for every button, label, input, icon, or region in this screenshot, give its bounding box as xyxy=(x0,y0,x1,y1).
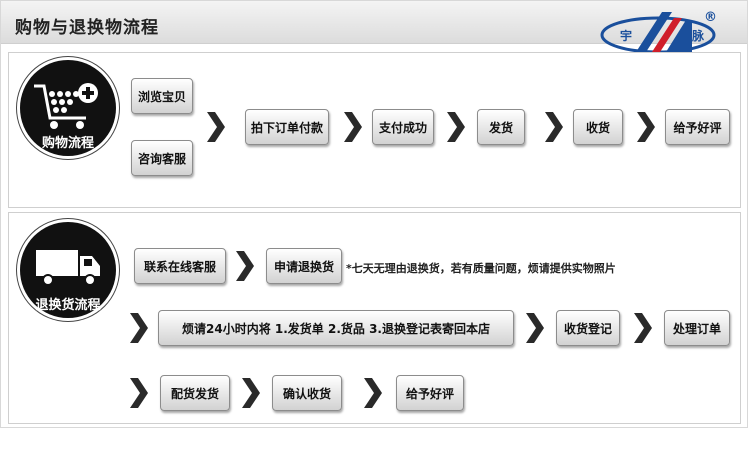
process-order-button[interactable]: 处理订单 xyxy=(664,310,730,346)
chevron-right-icon xyxy=(545,112,563,142)
give-good-review-button[interactable]: 给予好评 xyxy=(665,109,730,145)
pick-and-ship-button[interactable]: 配货发货 xyxy=(160,375,230,411)
page-title: 购物与退换物流程 xyxy=(15,18,159,38)
shopping-flow-label: 购物流程 xyxy=(41,136,94,151)
send-back-items-button[interactable]: 烦请24小时内将 1.发货单 2.货品 3.退换登记表寄回本店 xyxy=(158,310,514,346)
chevron-right-icon xyxy=(242,378,260,408)
logo-right-char: 脉 xyxy=(691,28,705,43)
chevron-right-icon xyxy=(447,112,465,142)
consult-service-button[interactable]: 咨询客服 xyxy=(131,140,193,176)
shopping-flow-badge: 购物流程 xyxy=(20,60,116,156)
ship-button[interactable]: 发货 xyxy=(477,109,525,145)
shopping-cart-icon xyxy=(34,83,98,129)
receive-button[interactable]: 收货 xyxy=(573,109,623,145)
contact-online-service-button[interactable]: 联系在线客服 xyxy=(134,248,226,284)
registered-mark: ® xyxy=(704,10,717,25)
chevron-right-icon xyxy=(634,313,652,343)
payment-success-button[interactable]: 支付成功 xyxy=(372,109,434,145)
brand-logo: 宇 脉 xyxy=(600,12,716,54)
chevron-right-icon xyxy=(207,112,225,142)
chevron-right-icon xyxy=(526,313,544,343)
chevron-right-icon xyxy=(236,251,254,281)
delivery-truck-icon xyxy=(36,250,100,286)
receipt-registration-button[interactable]: 收货登记 xyxy=(556,310,620,346)
give-good-review-button-return[interactable]: 给予好评 xyxy=(396,375,464,411)
return-flow-label: 退换货流程 xyxy=(35,298,101,313)
return-policy-note: *七天无理由退换货，若有质量问题，烦请提供实物照片 xyxy=(346,262,616,275)
apply-return-button[interactable]: 申请退换货 xyxy=(266,248,342,284)
confirm-receipt-button[interactable]: 确认收货 xyxy=(272,375,342,411)
place-order-button[interactable]: 拍下订单付款 xyxy=(245,109,329,145)
page-frame xyxy=(0,0,748,428)
chevron-right-icon xyxy=(637,112,655,142)
chevron-right-icon xyxy=(130,378,148,408)
chevron-right-icon xyxy=(130,313,148,343)
browse-items-button[interactable]: 浏览宝贝 xyxy=(131,78,193,114)
return-flow-badge: 退换货流程 xyxy=(20,222,116,318)
logo-left-char: 宇 xyxy=(620,28,632,43)
chevron-right-icon xyxy=(344,112,362,142)
chevron-right-icon xyxy=(364,378,382,408)
